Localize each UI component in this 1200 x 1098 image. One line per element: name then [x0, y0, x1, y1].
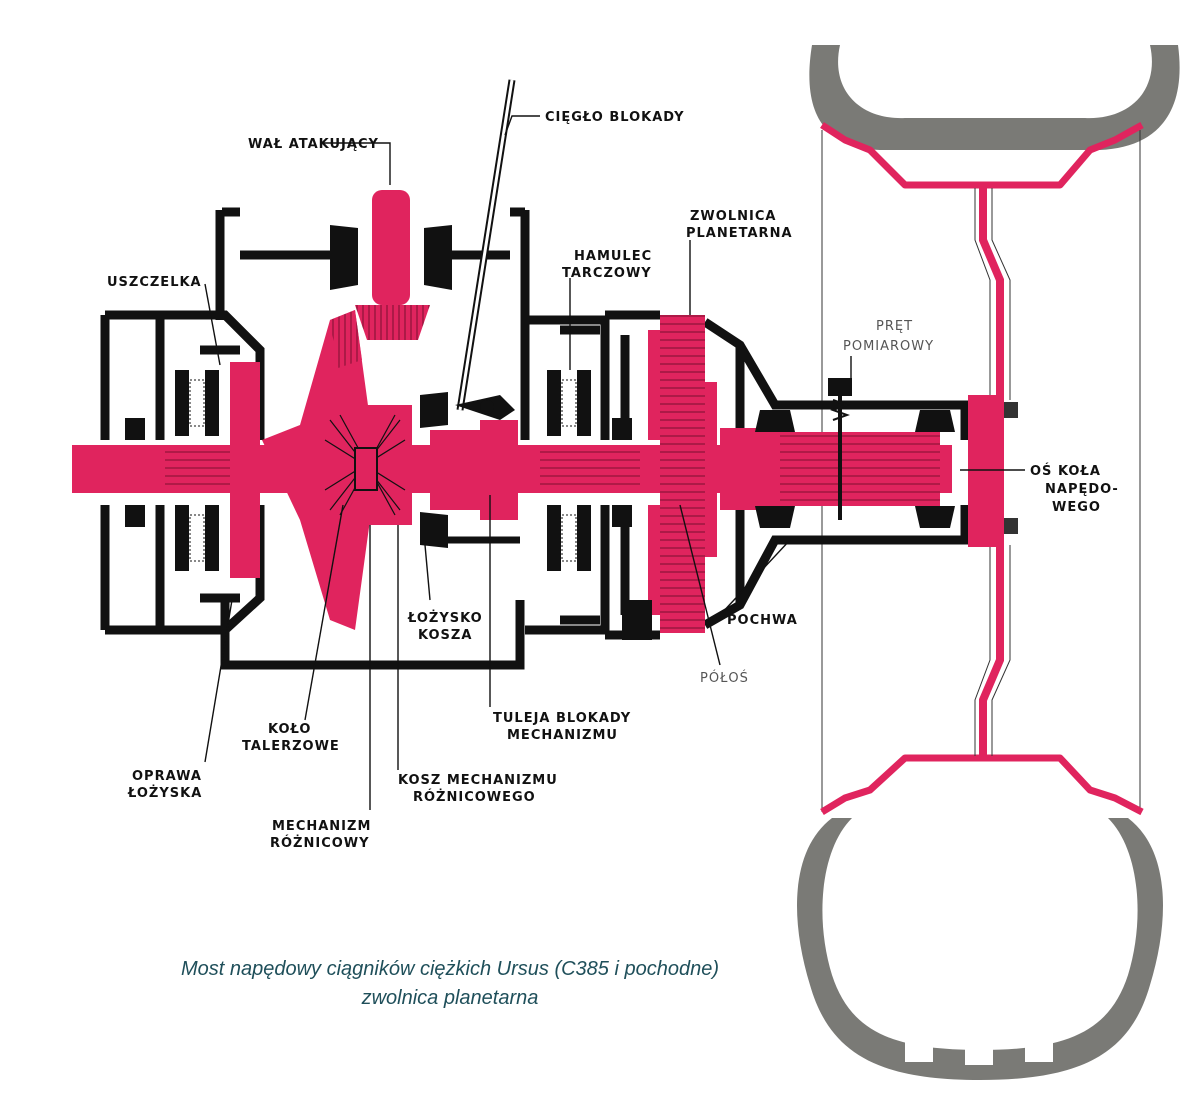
tire-top	[809, 45, 1180, 150]
label-kolo-1: KOŁO	[268, 722, 311, 737]
shaft-spline-right	[540, 447, 640, 491]
label-os-2: NAPĘDO-	[1045, 482, 1119, 497]
label-uszczelka: USZCZELKA	[107, 275, 202, 290]
label-os-3: WEGO	[1052, 500, 1101, 515]
label-pret-2: POMIAROWY	[843, 339, 934, 354]
label-pret-1: PRĘT	[876, 319, 913, 334]
wheel	[797, 45, 1180, 1080]
axle-bearing-top-right	[915, 410, 955, 432]
drain-plug	[622, 600, 652, 640]
leader-lines	[204, 115, 1025, 810]
planetary-ring	[705, 382, 717, 557]
label-kolo-2: TALERZOWE	[242, 739, 340, 754]
hub-flange	[968, 395, 1004, 547]
bearings	[125, 225, 955, 640]
labels: WAŁ ATAKUJĄCY CIĘGŁO BLOKADY USZCZELKA Z…	[107, 110, 1119, 851]
axle-bearing-bottom-right	[915, 506, 955, 528]
wheel-axle-spline	[760, 432, 940, 506]
planetary-carrier-bottom	[648, 505, 660, 615]
axle-housing	[100, 207, 970, 670]
tire-bottom	[797, 818, 1163, 1080]
planetary-gear	[660, 315, 705, 633]
wheel-axle	[720, 428, 780, 510]
label-lozysko-2: KOSZA	[418, 628, 472, 643]
label-mech-2: RÓŻNICOWY	[270, 835, 370, 851]
label-pochwa: POCHWA	[727, 613, 798, 628]
right-brake	[547, 370, 632, 571]
label-ciegło-blokady: CIĘGŁO BLOKADY	[545, 110, 685, 125]
tire-tread-1	[905, 1040, 933, 1062]
planetary-carrier-top	[648, 330, 660, 440]
label-lozysko-1: ŁOŻYSKO	[407, 610, 483, 626]
ring-gear	[262, 310, 370, 630]
lock-collar	[480, 420, 518, 520]
label-tuleja-2: MECHANIZMU	[507, 728, 618, 743]
lock-linkage	[440, 79, 520, 544]
label-hamulec-1: HAMULEC	[574, 249, 652, 264]
wheel-disc-outline	[974, 188, 1011, 756]
left-bearing-pink	[230, 362, 260, 578]
label-oprawa-2: ŁOŻYSKA	[127, 785, 202, 801]
pinion-gear	[355, 305, 430, 340]
pinion-shaft	[372, 190, 410, 305]
axle-bearing-bottom-left	[755, 506, 795, 528]
red-parts	[72, 190, 1018, 633]
caption-line-1: Most napędowy ciągników ciężkich Ursus (…	[180, 958, 720, 980]
label-os-1: OŚ KOŁA	[1030, 463, 1101, 479]
label-zwolnica-2: PLANETARNA	[686, 226, 793, 241]
diff-center	[354, 447, 378, 491]
left-brake	[125, 370, 219, 571]
label-mech-1: MECHANIZM	[272, 819, 371, 834]
label-tuleja-1: TULEJA BLOKADY	[493, 711, 631, 726]
tire-tread-3	[1025, 1040, 1053, 1062]
label-kosz-1: KOSZ MECHANIZMU	[398, 773, 558, 788]
label-zwolnica-1: ZWOLNICA	[690, 209, 776, 224]
pinion-bearing-right	[424, 225, 452, 290]
label-oprawa-1: OPRAWA	[132, 769, 202, 784]
label-hamulec-2: TARCZOWY	[562, 266, 652, 281]
ring-gear-teeth	[330, 310, 362, 368]
hub-bolt-bottom	[1004, 518, 1018, 534]
dipstick	[828, 378, 852, 520]
label-kosz-2: RÓŻNICOWEGO	[413, 789, 536, 805]
cage-bearing-top	[420, 392, 448, 428]
tire-tread-2	[965, 1045, 993, 1065]
wheel-disc	[979, 188, 1004, 756]
rim-top	[820, 121, 1144, 189]
axle-bearing-top-left	[755, 410, 795, 432]
hub-bolt-top	[1004, 402, 1018, 418]
label-wal-atakujacy: WAŁ ATAKUJĄCY	[248, 137, 379, 152]
caption-line-2: zwolnica planetarna	[361, 987, 539, 1009]
pinion-bearing-left	[330, 225, 358, 290]
label-polos: PÓŁOŚ	[700, 670, 749, 686]
rim-bottom	[820, 754, 1144, 816]
